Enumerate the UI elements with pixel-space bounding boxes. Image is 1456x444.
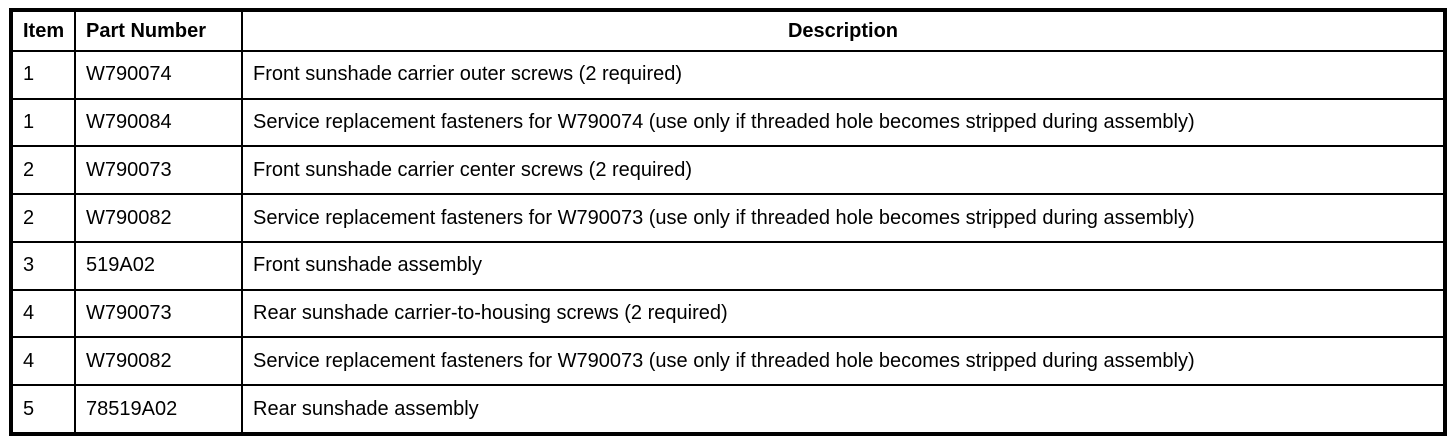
item-cell: 1 xyxy=(10,97,76,148)
item-cell: 2 xyxy=(10,145,76,196)
description-cell: Service replacement fasteners for W79007… xyxy=(241,97,1446,148)
table-row: 4 W790082 Service replacement fasteners … xyxy=(10,336,1446,387)
table-row: 3 519A02 Front sunshade assembly xyxy=(10,240,1446,291)
item-cell: 1 xyxy=(10,50,76,100)
table-row: 1 W790074 Front sunshade carrier outer s… xyxy=(10,50,1446,100)
column-header-part-number: Part Number xyxy=(74,9,243,52)
column-header-item: Item xyxy=(10,9,76,52)
part-number-cell: W790082 xyxy=(74,336,243,387)
description-cell: Service replacement fasteners for W79007… xyxy=(241,336,1446,387)
item-cell: 2 xyxy=(10,193,76,243)
part-number-cell: W790082 xyxy=(74,193,243,243)
part-number-cell: W790073 xyxy=(74,288,243,339)
part-number-cell: W790084 xyxy=(74,97,243,148)
item-cell: 3 xyxy=(10,240,76,291)
item-cell: 4 xyxy=(10,288,76,339)
table-row: 4 W790073 Rear sunshade carrier-to-housi… xyxy=(10,288,1446,339)
part-number-cell: W790074 xyxy=(74,50,243,100)
table-header-row: Item Part Number Description xyxy=(10,9,1446,52)
column-header-description: Description xyxy=(241,9,1446,52)
item-cell: 5 xyxy=(10,384,76,435)
part-number-cell: 519A02 xyxy=(74,240,243,291)
table-row: 2 W790082 Service replacement fasteners … xyxy=(10,193,1446,243)
table-row: 1 W790084 Service replacement fasteners … xyxy=(10,97,1446,148)
description-cell: Rear sunshade carrier-to-housing screws … xyxy=(241,288,1446,339)
parts-table: Item Part Number Description 1 W790074 F… xyxy=(9,8,1447,436)
item-cell: 4 xyxy=(10,336,76,387)
description-cell: Service replacement fasteners for W79007… xyxy=(241,193,1446,243)
table-row: 5 78519A02 Rear sunshade assembly xyxy=(10,384,1446,435)
part-number-cell: 78519A02 xyxy=(74,384,243,435)
part-number-cell: W790073 xyxy=(74,145,243,196)
description-cell: Front sunshade assembly xyxy=(241,240,1446,291)
description-cell: Front sunshade carrier center screws (2 … xyxy=(241,145,1446,196)
description-cell: Front sunshade carrier outer screws (2 r… xyxy=(241,50,1446,100)
table-row: 2 W790073 Front sunshade carrier center … xyxy=(10,145,1446,196)
description-cell: Rear sunshade assembly xyxy=(241,384,1446,435)
